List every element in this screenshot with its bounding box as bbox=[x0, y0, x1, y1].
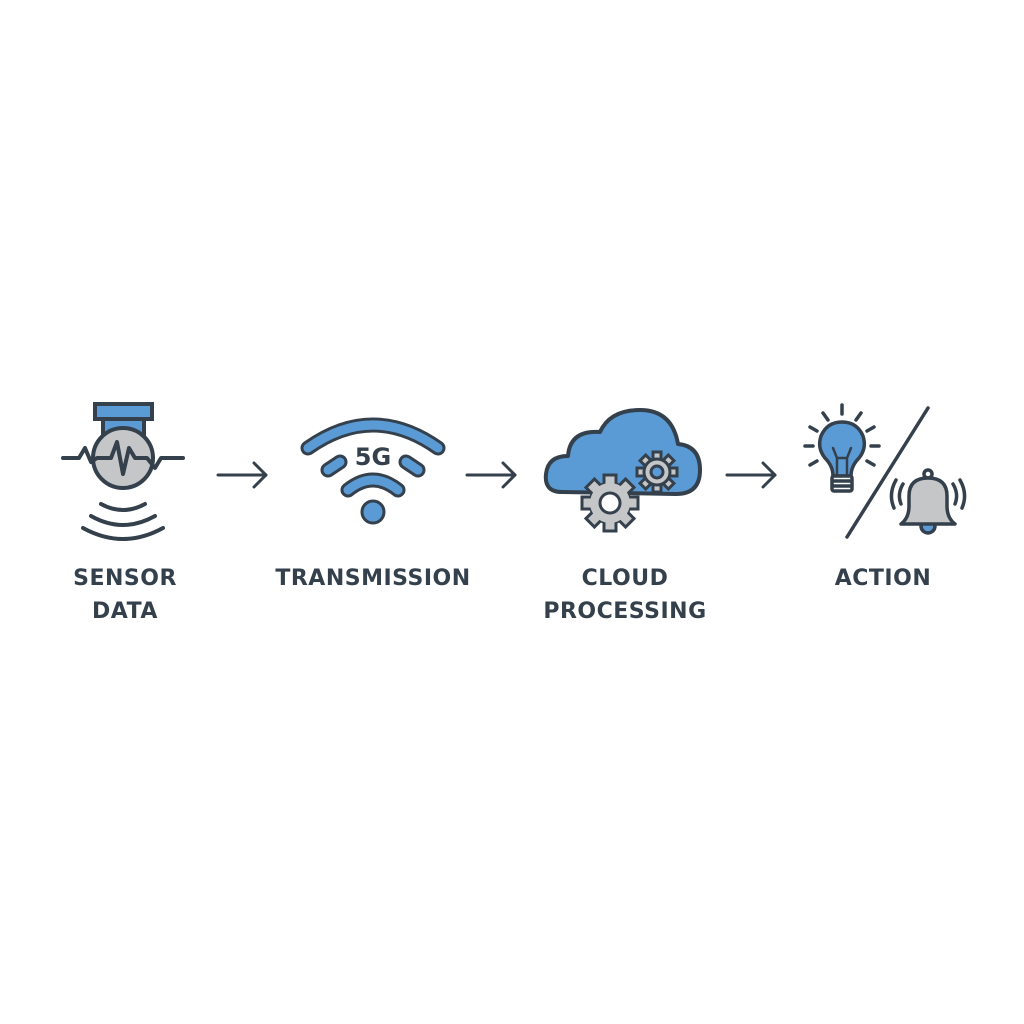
sensor-waveform-icon bbox=[61, 402, 185, 541]
arrow-right-icon bbox=[216, 461, 268, 489]
label-transmission: TRANSMISSION bbox=[248, 562, 498, 595]
gear-small-icon bbox=[635, 450, 679, 494]
label-line: DATA bbox=[92, 599, 158, 624]
cloud-gears-icon bbox=[543, 408, 702, 533]
divider-slash bbox=[845, 406, 930, 539]
label-line: PROCESSING bbox=[543, 599, 707, 624]
label-line: CLOUD bbox=[581, 566, 669, 591]
lightbulb-icon bbox=[803, 403, 881, 493]
gear-large-icon bbox=[580, 473, 640, 533]
arrow-right-icon bbox=[725, 461, 777, 489]
label-line: ACTION bbox=[834, 566, 932, 591]
5g-text: 5G bbox=[355, 443, 391, 471]
bell-icon bbox=[889, 468, 967, 535]
label-sensor-data: SENSOR DATA bbox=[35, 562, 215, 628]
label-action: ACTION bbox=[783, 562, 983, 595]
arrow-right-icon bbox=[465, 461, 517, 489]
lightbulb-bell-icon bbox=[803, 403, 967, 539]
label-line: TRANSMISSION bbox=[275, 566, 471, 591]
label-line: SENSOR bbox=[73, 566, 177, 591]
label-cloud-processing: CLOUD PROCESSING bbox=[510, 562, 740, 628]
wifi-5g-icon: 5G bbox=[300, 417, 446, 525]
